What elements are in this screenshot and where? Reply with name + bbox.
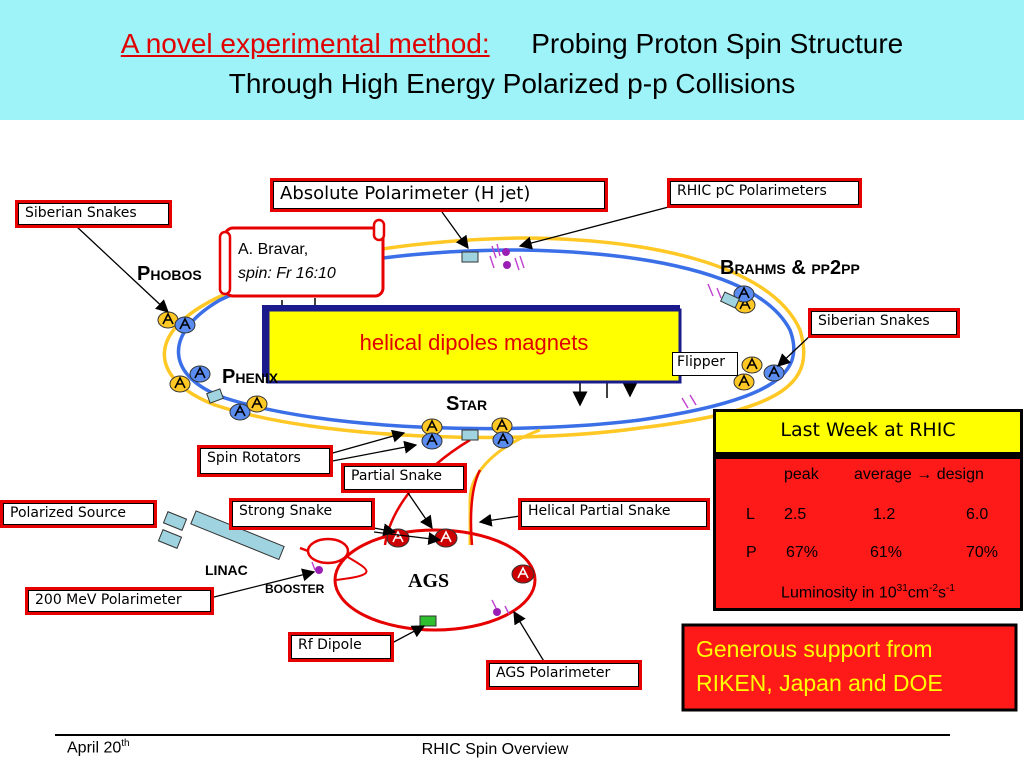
phenix-label: Phenix [222, 366, 279, 388]
siberian-snakes-right-label: Siberian Snakes [808, 308, 960, 338]
row-p-average: 61% [870, 544, 903, 561]
support-text: Generous support from RIKEN, Japan and D… [696, 632, 943, 700]
note-author: A. Bravar, [238, 241, 309, 258]
support-box [681, 623, 1018, 712]
brahms-label: Brahms & pp2pp [720, 257, 860, 279]
star-label: Star [446, 393, 488, 415]
mev-polarimeter-label: 200 MeV Polarimeter [25, 587, 214, 615]
rf-dipole-label: Rf Dipole [288, 632, 394, 662]
row-p-peak: 67% [786, 544, 819, 561]
footer-title: RHIC Spin Overview [421, 741, 569, 758]
support-line-1: Generous support from [696, 636, 933, 662]
helical-partial-snake-label: Helical Partial Snake [518, 498, 710, 530]
title-line-2: Through High Energy Polarized p-p Collis… [228, 68, 796, 99]
rhic-pc-polarimeters-label: RHIC pC Polarimeters [667, 178, 862, 208]
row-p-design: 70% [966, 544, 999, 561]
rhic-yellow-ring [162, 236, 806, 440]
row-l-design: 6.0 [966, 506, 989, 523]
col-peak: peak [784, 466, 819, 483]
table-body-bg [716, 459, 1020, 608]
booster-label: BOOSTER [265, 582, 325, 596]
table-heading: Last Week at RHIC [780, 419, 956, 441]
strong-snake-label: Strong Snake [229, 498, 375, 530]
title-rest: Probing Proton Spin Structure [531, 28, 904, 59]
linac-label: LINAC [205, 562, 248, 578]
row-p-label: P [746, 544, 757, 561]
flipper-label: Flipper [672, 352, 738, 376]
transfer-line-red-2 [469, 469, 482, 546]
title-lead: A novel experimental method: [120, 28, 490, 59]
ags-label: AGS [408, 570, 450, 592]
phobos-label: Phobos [137, 263, 202, 285]
luminosity-unit: Luminosity in 1031cm-2s-1 [781, 583, 955, 602]
polarized-source-label: Polarized Source [0, 500, 157, 528]
col-average-design: average → design [854, 466, 984, 483]
banner-text: helical dipoles magnets [359, 330, 589, 355]
ags-ring [333, 528, 537, 632]
banner-box [266, 308, 682, 384]
row-l-average: 1.2 [873, 506, 896, 523]
footer-date: April 20th [67, 738, 130, 757]
table-body: peak average → design L 2.5 1.2 6.0 P 67… [716, 466, 1020, 606]
note-scroll [223, 226, 385, 298]
siberian-snakes-left-label: Siberian Snakes [15, 200, 172, 228]
ags-polarimeter-label: AGS Polarimeter [486, 660, 642, 690]
row-l-peak: 2.5 [784, 506, 807, 523]
spin-rotators-label: Spin Rotators [197, 445, 333, 477]
partial-snake-label: Partial Snake [341, 463, 467, 493]
row-l-label: L [746, 506, 755, 523]
transfer-line-yellow [468, 428, 541, 545]
absolute-polarimeter-label: Absolute Polarimeter (H jet) [270, 178, 608, 212]
source-block-2 [157, 529, 183, 549]
table-head-bg [716, 412, 1020, 452]
booster-ring [306, 537, 350, 565]
source-block-1 [162, 511, 188, 531]
title-line-1: A novel experimental method: Probing Pro… [0, 28, 1024, 60]
support-line-2: RIKEN, Japan and DOE [696, 670, 943, 696]
title-band: A novel experimental method: Probing Pro… [0, 0, 1024, 120]
note-talk: spin: Fr 16:10 [238, 265, 336, 282]
